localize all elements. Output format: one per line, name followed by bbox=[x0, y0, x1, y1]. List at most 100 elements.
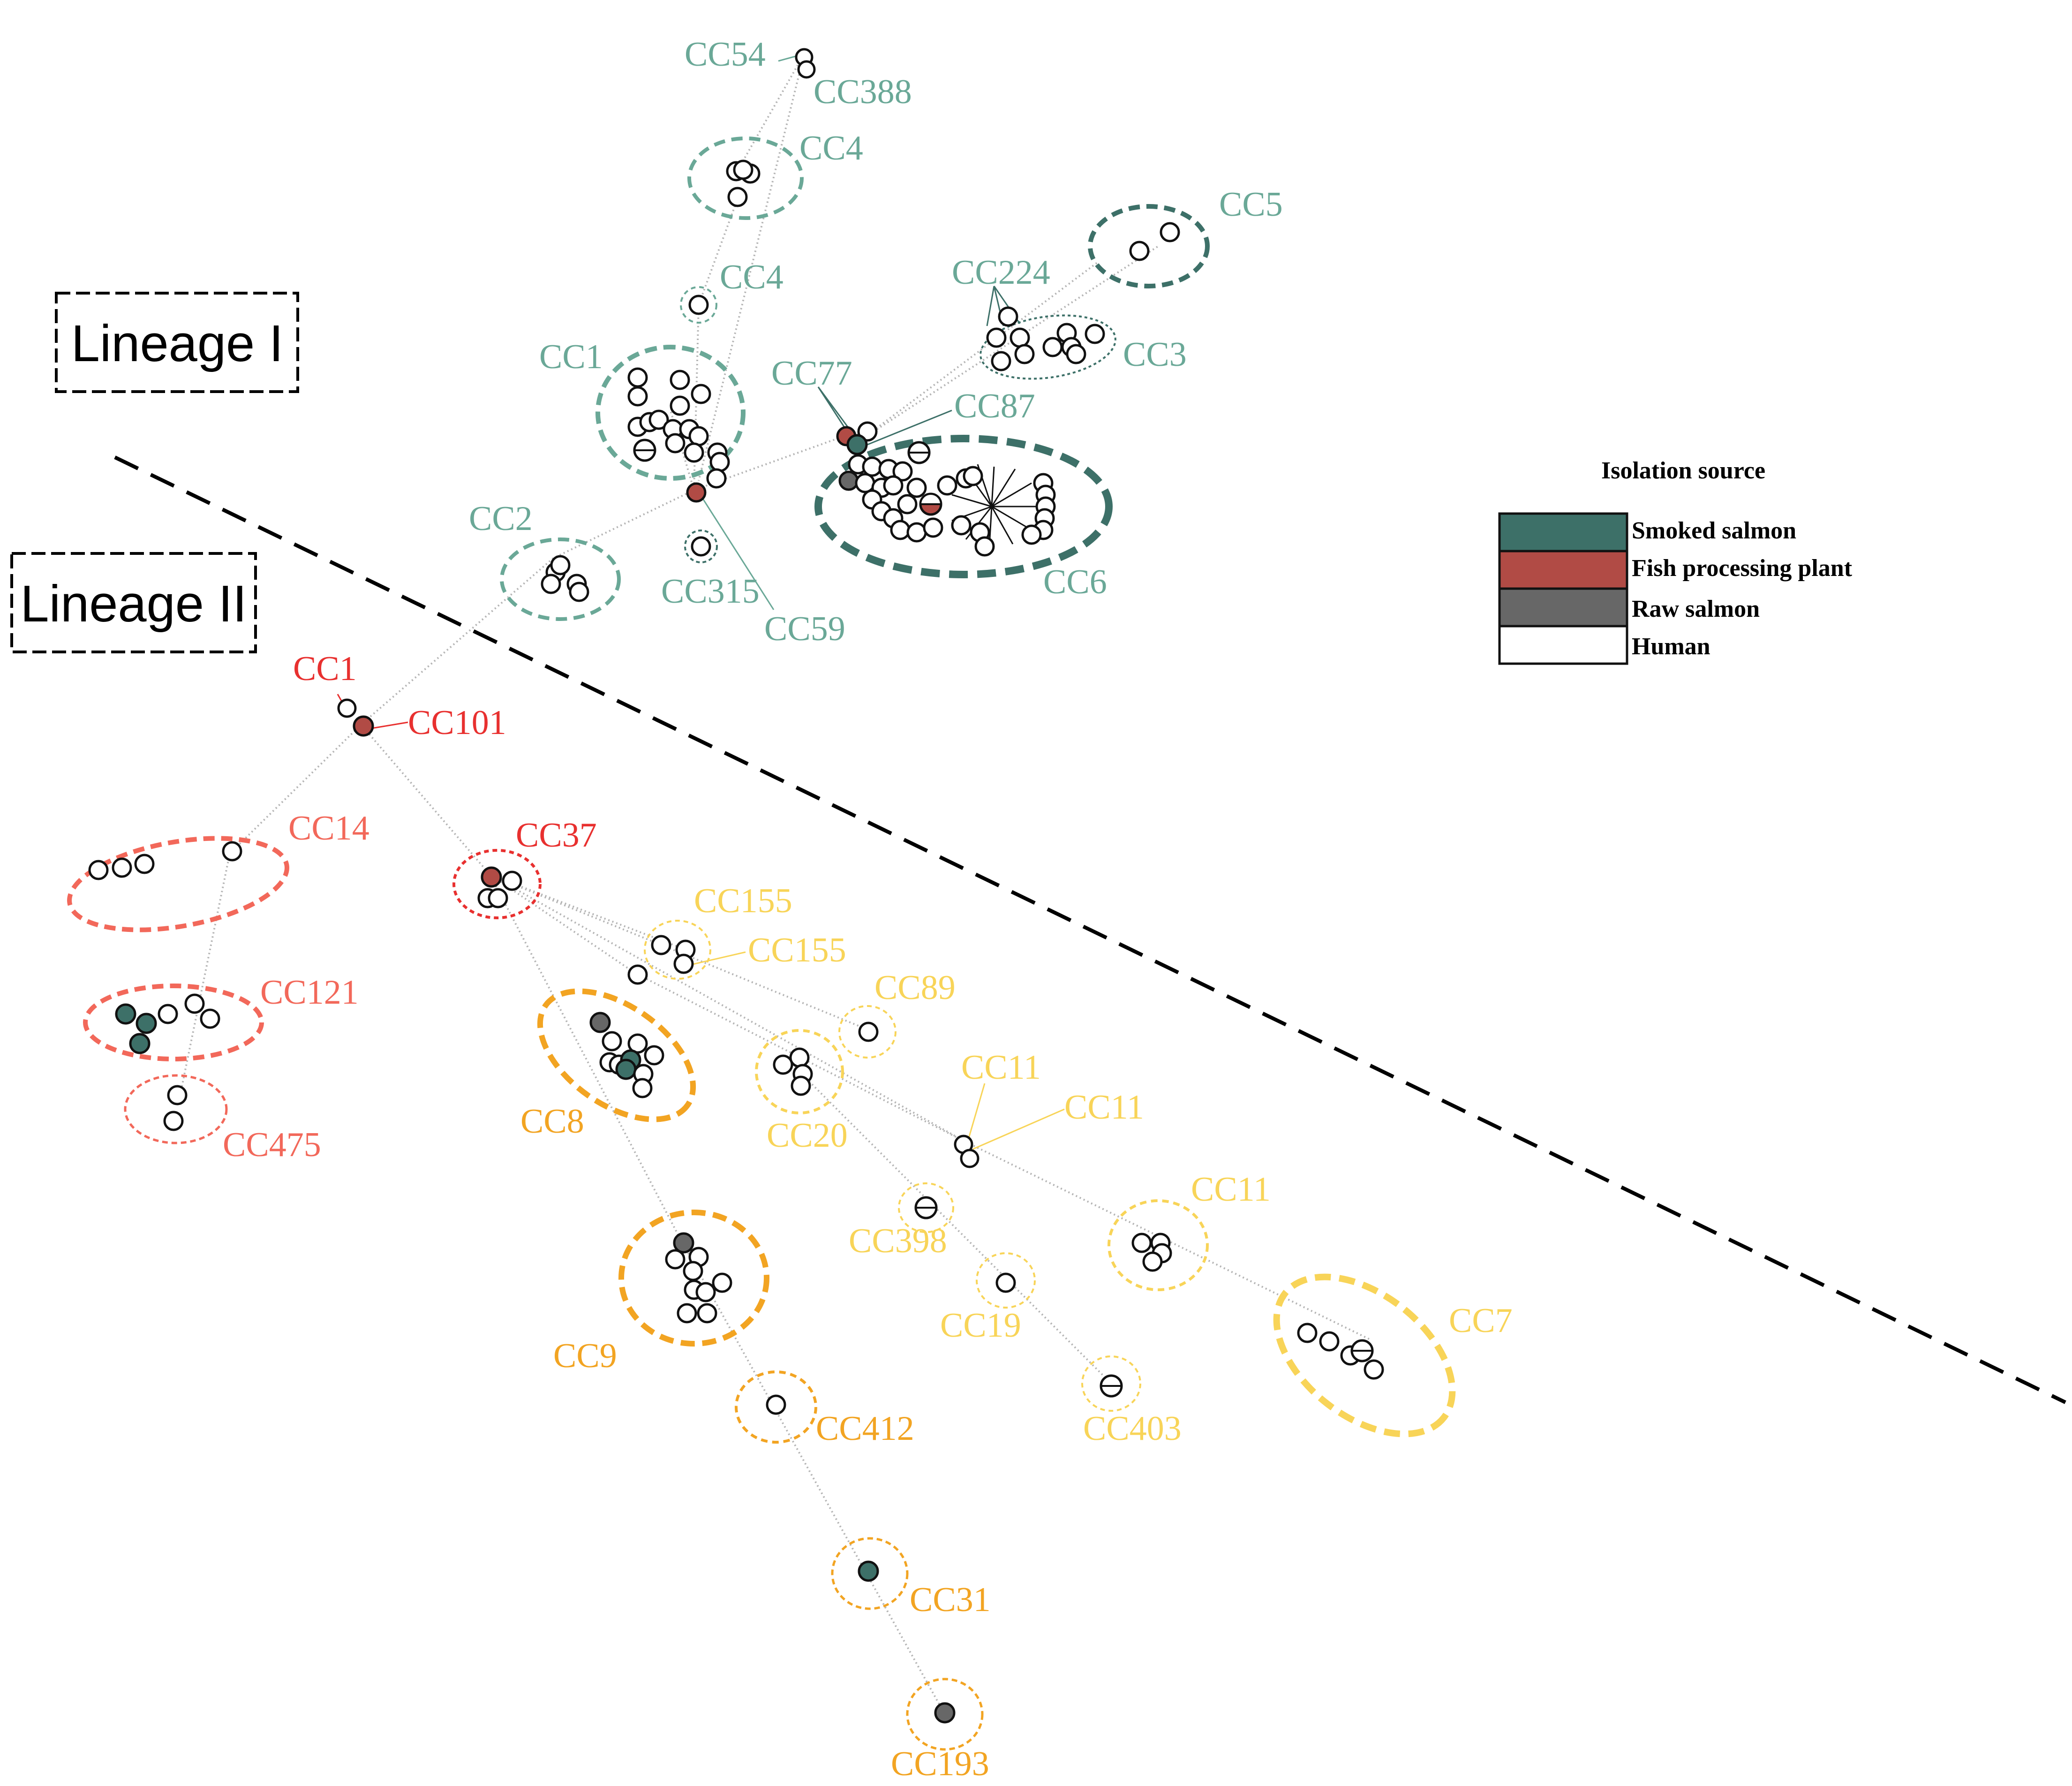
isolate-node bbox=[691, 384, 711, 404]
tree-edge bbox=[679, 1238, 946, 1715]
isolate-node bbox=[1319, 1331, 1340, 1352]
cc4-ellipse bbox=[687, 136, 804, 220]
cc475-ellipse bbox=[124, 1074, 228, 1144]
isolate-node bbox=[648, 409, 669, 430]
isolate-node bbox=[136, 1013, 157, 1034]
isolate-node bbox=[112, 857, 132, 878]
cc155-ellipse bbox=[644, 920, 711, 980]
isolate-node bbox=[1014, 344, 1035, 364]
cc1-ellipse bbox=[595, 345, 746, 481]
isolate-node bbox=[222, 841, 242, 862]
cc-ellipses bbox=[67, 136, 1456, 1751]
isolate-node bbox=[906, 522, 927, 543]
isolate-node bbox=[766, 1394, 786, 1415]
cc5-ellipse bbox=[1088, 204, 1210, 288]
isolate-node bbox=[481, 866, 502, 888]
isolate-node bbox=[632, 1078, 653, 1098]
tree-edge bbox=[490, 874, 868, 1030]
tree-edge bbox=[360, 724, 491, 876]
cc-label: CC59 bbox=[764, 610, 845, 648]
isolate-node bbox=[890, 520, 911, 540]
isolate-node bbox=[688, 295, 709, 315]
isolate-node bbox=[998, 306, 1018, 327]
cc20-ellipse bbox=[755, 1029, 844, 1114]
tree-edge bbox=[553, 489, 694, 559]
cc-label: CC11 bbox=[961, 1048, 1041, 1087]
cc11-ellipse bbox=[1108, 1199, 1209, 1291]
isolate-node bbox=[897, 494, 918, 515]
isolate-node bbox=[670, 370, 690, 390]
cc-label: CC19 bbox=[940, 1306, 1021, 1345]
cc-label: CC193 bbox=[891, 1745, 989, 1783]
isolate-node bbox=[651, 935, 671, 955]
tree-edge bbox=[796, 1068, 1110, 1382]
cc-label: CC224 bbox=[952, 253, 1050, 292]
isolate-node bbox=[1160, 222, 1180, 242]
cc4-small-ellipse bbox=[680, 286, 717, 324]
isolate-node bbox=[986, 327, 1007, 348]
cc-label: CC31 bbox=[910, 1581, 991, 1619]
cc-label: CC14 bbox=[288, 809, 369, 848]
cc-label: CC6 bbox=[1043, 563, 1107, 601]
cc-label: CC9 bbox=[553, 1337, 617, 1375]
isolate-node bbox=[697, 1303, 717, 1324]
isolate-node bbox=[963, 466, 983, 486]
cc-label: CC37 bbox=[516, 816, 597, 855]
tree-edge bbox=[635, 972, 966, 1143]
isolate-node bbox=[615, 1059, 637, 1080]
tree-edge bbox=[698, 53, 805, 481]
isolate-node bbox=[858, 1560, 879, 1582]
cc-label: CC77 bbox=[771, 354, 852, 393]
cc-label: CC475 bbox=[223, 1126, 321, 1164]
legend-swatch-smoked-salmon bbox=[1498, 512, 1628, 552]
lineage-1-label: Lineage I bbox=[71, 315, 284, 372]
tree-edge bbox=[738, 53, 805, 169]
isolate-node bbox=[665, 1249, 686, 1270]
legend-label-human: Human bbox=[1632, 633, 1710, 660]
tree-edge bbox=[229, 724, 362, 855]
isolate-node bbox=[167, 1085, 188, 1105]
cc37-ellipse bbox=[452, 849, 542, 919]
lineage-2-box: Lineage II bbox=[10, 552, 257, 653]
isolate-node bbox=[862, 456, 882, 477]
isolate-node bbox=[797, 60, 816, 79]
isolate-node bbox=[727, 187, 748, 207]
isolate-node bbox=[684, 442, 704, 463]
cc121-ellipse bbox=[83, 984, 264, 1061]
isolate-node bbox=[709, 452, 730, 472]
legend: Isolation source Smoked salmon Fish proc… bbox=[1498, 457, 1853, 665]
cc-label: CC8 bbox=[520, 1102, 584, 1141]
cc-label: CC398 bbox=[849, 1222, 947, 1260]
cc-label: CC155 bbox=[694, 882, 792, 920]
isolate-node bbox=[1142, 1251, 1163, 1272]
isolate-node bbox=[569, 582, 589, 602]
cc-label: CC315 bbox=[661, 572, 760, 611]
isolate-node bbox=[791, 1075, 811, 1096]
isolate-node bbox=[184, 993, 205, 1014]
cc89-ellipse bbox=[838, 1005, 897, 1059]
cc193-ellipse bbox=[906, 1678, 984, 1751]
isolate-node bbox=[838, 470, 859, 491]
isolate-node bbox=[337, 698, 357, 718]
isolate-node bbox=[353, 715, 374, 737]
tree-edge bbox=[670, 410, 695, 491]
isolate-node bbox=[644, 1045, 664, 1066]
isolate-node bbox=[88, 860, 109, 880]
isolate-node bbox=[158, 1004, 178, 1024]
lineage-divider-line bbox=[114, 455, 2066, 1404]
cc398-ellipse bbox=[898, 1182, 954, 1233]
isolate-node bbox=[960, 1149, 979, 1168]
tree-edge bbox=[693, 304, 700, 491]
isolate-node bbox=[115, 1003, 136, 1025]
cc-label: CC87 bbox=[954, 387, 1035, 425]
cc-label: CC11 bbox=[1191, 1170, 1271, 1209]
isolate-node bbox=[488, 888, 508, 908]
isolate-node bbox=[951, 515, 972, 536]
isolate-node bbox=[1131, 1233, 1152, 1253]
isolate-node bbox=[991, 351, 1011, 371]
isolate-node bbox=[706, 468, 727, 489]
isolate-node bbox=[934, 1702, 956, 1724]
isolate-node bbox=[974, 536, 995, 557]
isolate-node bbox=[855, 473, 875, 493]
tree-edge bbox=[177, 853, 231, 1105]
